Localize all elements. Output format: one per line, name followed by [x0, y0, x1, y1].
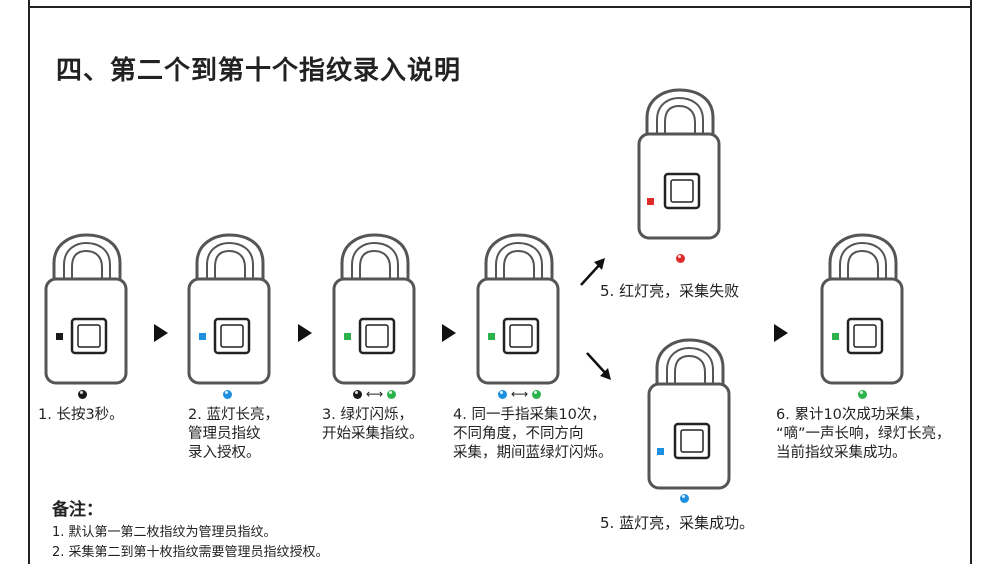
indicator-legend-4: ⟷	[498, 387, 542, 401]
lock-step-4	[476, 233, 560, 385]
step-4-caption: 4. 同一手指采集10次， 不同角度，不同方向 采集，期间蓝绿灯闪烁。	[453, 407, 613, 461]
note-item: 2. 采集第二到第十枚指纹需要管理员指纹授权。	[52, 545, 329, 560]
lock-step-5-fail	[637, 88, 721, 240]
lock-step-5-success	[647, 338, 731, 490]
arrow-up-right-icon	[580, 258, 605, 286]
step-2-caption: 2. 蓝灯长亮， 管理员指纹 录入授权。	[188, 407, 279, 461]
lock-step-6	[820, 233, 904, 385]
lock-step-2	[187, 233, 271, 385]
notes-heading: 备注：	[52, 500, 103, 520]
page-title: 四、第二个到第十个指纹录入说明	[56, 56, 462, 86]
alternate-arrow-icon: ⟷	[511, 387, 529, 401]
black-dot-icon	[353, 389, 362, 399]
blue-dot-icon	[223, 390, 232, 399]
step-6-caption: 6. 累计10次成功采集， “嘀”一声长响，绿灯长亮， 当前指纹采集成功。	[776, 407, 951, 461]
green-dot-icon	[532, 389, 542, 399]
arrow-right-icon	[442, 324, 456, 342]
indicator-legend-3: ⟷	[353, 387, 397, 401]
arrow-right-icon	[774, 324, 788, 342]
blue-dot-icon	[498, 389, 507, 399]
green-dot-icon	[858, 390, 867, 399]
lock-step-1	[44, 233, 128, 385]
step-5-fail-caption: 5. 红灯亮，采集失败	[600, 282, 740, 300]
lock-step-3	[332, 233, 416, 385]
arrow-right-icon	[298, 324, 312, 342]
step-5-success-caption: 5. 蓝灯亮，采集成功。	[600, 514, 755, 532]
arrow-down-right-icon	[586, 352, 611, 380]
arrow-right-icon	[154, 324, 168, 342]
black-dot-icon	[78, 390, 87, 399]
blue-dot-icon	[680, 494, 689, 503]
note-item: 1. 默认第一第二枚指纹为管理员指纹。	[52, 525, 277, 540]
step-1-caption: 1. 长按3秒。	[38, 407, 124, 423]
alternate-arrow-icon: ⟷	[366, 387, 384, 401]
step-3-caption: 3. 绿灯闪烁， 开始采集指纹。	[322, 407, 424, 442]
green-dot-icon	[387, 389, 397, 399]
indicator-legend-1	[78, 390, 87, 399]
red-dot-icon	[676, 254, 685, 263]
page-frame	[28, 0, 972, 564]
indicator-legend-2	[223, 390, 232, 399]
top-border	[28, 6, 972, 8]
